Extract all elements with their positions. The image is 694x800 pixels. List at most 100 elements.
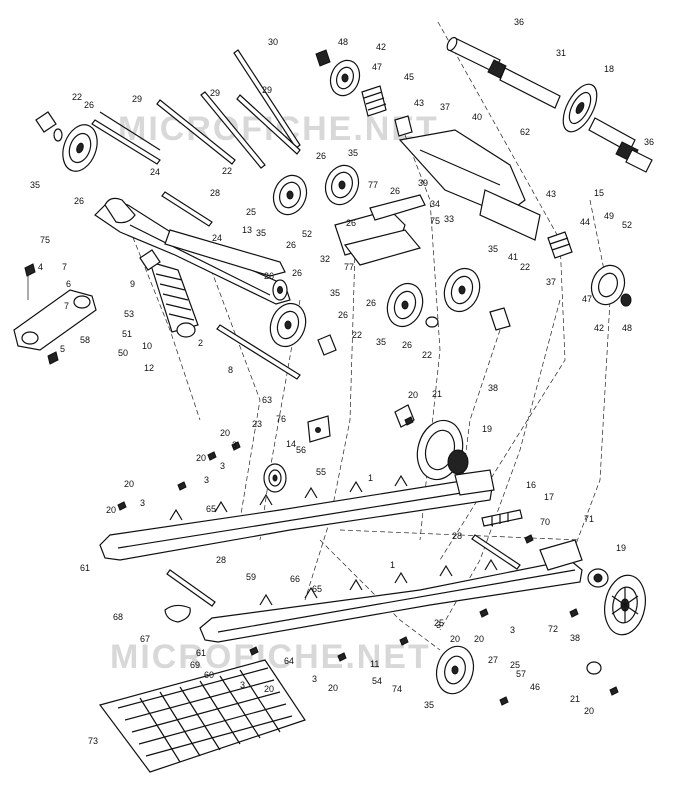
callout-22: 22 [72, 92, 82, 102]
callout-35: 35 [424, 700, 434, 710]
callout-22: 22 [520, 262, 530, 272]
callout-25: 25 [434, 618, 444, 628]
callout-70: 70 [540, 517, 550, 527]
callout-26: 26 [390, 186, 400, 196]
callout-3: 3 [312, 674, 317, 684]
front-arm [94, 197, 291, 305]
callout-20: 20 [450, 634, 460, 644]
callout-14: 14 [286, 439, 296, 449]
callout-36: 36 [644, 137, 654, 147]
callout-20: 20 [196, 453, 206, 463]
callout-26: 26 [346, 218, 356, 228]
small-wheel [263, 463, 287, 493]
callout-53: 53 [124, 309, 134, 319]
callout-22: 22 [422, 350, 432, 360]
right-idler [547, 231, 632, 307]
callout-24: 24 [212, 233, 222, 243]
callout-46: 46 [530, 682, 540, 692]
callout-26: 26 [402, 340, 412, 350]
callout-60: 60 [204, 670, 214, 680]
callout-50: 50 [118, 348, 128, 358]
rear-axle-assembly [446, 36, 653, 173]
callout-11: 11 [370, 659, 379, 669]
callout-48: 48 [338, 37, 348, 47]
callout-76: 76 [276, 414, 286, 424]
callout-66: 66 [290, 574, 300, 584]
callout-68: 68 [113, 612, 123, 622]
callout-20: 20 [584, 706, 594, 716]
callout-26: 26 [84, 100, 94, 110]
callout-5: 5 [60, 344, 65, 354]
callout-29: 29 [132, 94, 142, 104]
callout-6: 6 [66, 279, 71, 289]
callout-12: 12 [144, 363, 154, 373]
callout-26: 26 [366, 298, 376, 308]
callout-75: 75 [430, 216, 440, 226]
callout-55: 55 [316, 467, 326, 477]
callout-37: 37 [440, 102, 450, 112]
callout-22: 22 [352, 330, 362, 340]
callout-10: 10 [142, 341, 152, 351]
callout-3: 3 [140, 498, 145, 508]
callout-71: 71 [584, 514, 594, 524]
wear-plate-73 [98, 659, 306, 773]
callout-2: 2 [198, 338, 203, 348]
callout-3: 3 [240, 680, 245, 690]
callout-35: 35 [330, 288, 340, 298]
callout-45: 45 [404, 72, 414, 82]
callout-75: 75 [40, 235, 50, 245]
callout-40: 40 [472, 112, 482, 122]
callout-26: 26 [316, 151, 326, 161]
callout-77: 77 [368, 180, 378, 190]
callout-17: 17 [544, 492, 554, 502]
callout-20: 20 [124, 479, 134, 489]
callout-4: 4 [38, 262, 43, 272]
callout-35: 35 [376, 337, 386, 347]
callout-18: 18 [604, 64, 614, 74]
rear-idler [394, 404, 469, 481]
callout-29: 29 [262, 85, 272, 95]
upper-slide-rail [99, 469, 495, 561]
callout-36: 36 [514, 17, 524, 27]
callout-72: 72 [548, 624, 558, 634]
callout-23: 23 [252, 419, 262, 429]
callout-7: 7 [62, 262, 67, 272]
callout-27: 27 [488, 655, 498, 665]
callout-38: 38 [488, 383, 498, 393]
lower-shaft [164, 534, 521, 623]
callout-35: 35 [30, 180, 40, 190]
callout-59: 59 [246, 572, 256, 582]
callout-20: 20 [474, 634, 484, 644]
callout-49: 49 [604, 211, 614, 221]
callout-61: 61 [196, 648, 206, 658]
callout-15: 15 [594, 188, 604, 198]
callout-26: 26 [74, 196, 84, 206]
callout-31: 31 [556, 48, 566, 58]
callout-26: 26 [286, 240, 296, 250]
callout-32: 32 [320, 254, 330, 264]
callout-30: 30 [268, 37, 278, 47]
callout-42: 42 [594, 323, 604, 333]
callout-51: 51 [122, 329, 132, 339]
callout-38: 38 [570, 633, 580, 643]
callout-28: 28 [210, 188, 220, 198]
callout-22: 22 [222, 166, 232, 176]
callout-19: 19 [482, 424, 492, 434]
callout-34: 34 [430, 199, 440, 209]
callout-62: 62 [520, 127, 530, 137]
callout-24: 24 [150, 167, 160, 177]
callout-16: 16 [526, 480, 536, 490]
callout-64: 64 [284, 656, 294, 666]
callout-52: 52 [622, 220, 632, 230]
callout-3: 3 [204, 475, 209, 485]
callout-20: 20 [264, 684, 274, 694]
callout-29: 29 [210, 88, 220, 98]
callout-26: 26 [264, 271, 274, 281]
lower-center-wheel [435, 645, 475, 695]
callout-3: 3 [510, 625, 515, 635]
callout-35: 35 [348, 148, 358, 158]
callout-67: 67 [140, 634, 150, 644]
shafts [91, 49, 301, 380]
callout-42: 42 [376, 42, 386, 52]
